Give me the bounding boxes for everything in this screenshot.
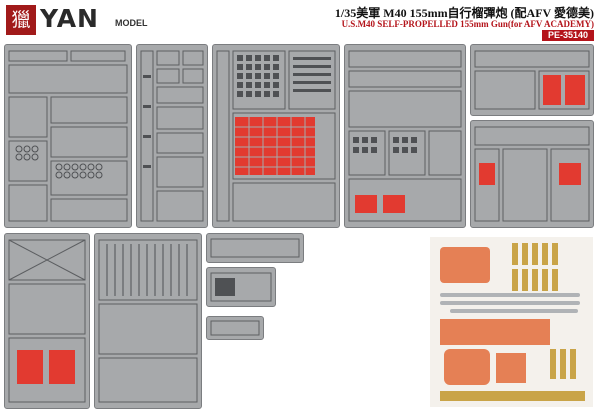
fret-storage-boxes — [136, 44, 208, 228]
fret-fenders-ammo — [344, 44, 466, 228]
fret-tracks — [4, 233, 90, 409]
fret-small-1 — [206, 233, 304, 263]
fret-small-3 — [206, 316, 264, 340]
fret-hatches — [470, 44, 594, 116]
brand-subtitle: MODEL — [115, 18, 148, 28]
brand-logo: 獵 — [6, 5, 36, 35]
fret-deck-grilles-parts — [216, 50, 336, 222]
brand-name: YAN — [40, 4, 99, 33]
fret-rails-parts — [98, 239, 198, 403]
resin-and-brass-illustration — [440, 243, 585, 401]
product-code-badge: PE-35140 — [541, 30, 594, 41]
fret-rails — [94, 233, 202, 409]
product-title-chinese: 1/35美軍 M40 155mm自行榴彈炮 (配AFV 愛德美) — [334, 6, 594, 20]
fret-small-3-parts — [210, 320, 260, 336]
fret-small-2-parts — [210, 272, 272, 302]
fret-hatches-parts — [474, 50, 590, 110]
fret-small-2 — [206, 267, 276, 307]
fret-hull-sides — [4, 44, 132, 228]
fret-gun-mount-parts — [474, 126, 590, 222]
fret-storage-boxes-parts — [140, 50, 204, 222]
product-title-english: U.S.M40 SELF-PROPELLED 155mm Gun(for AFV… — [341, 19, 594, 29]
fret-tracks-parts — [8, 239, 86, 403]
logo-glyph: 獵 — [11, 9, 31, 31]
fret-small-1-parts — [210, 238, 300, 258]
header: 獵 YAN MODEL 1/35美軍 M40 155mm自行榴彈炮 (配AFV … — [0, 0, 600, 41]
fret-deck-grilles — [212, 44, 340, 228]
fret-hull-sides-parts — [8, 50, 128, 222]
fret-gun-mount — [470, 120, 594, 228]
fret-fenders-ammo-parts — [348, 50, 462, 222]
resin-and-brass-parts-photo — [430, 237, 593, 407]
